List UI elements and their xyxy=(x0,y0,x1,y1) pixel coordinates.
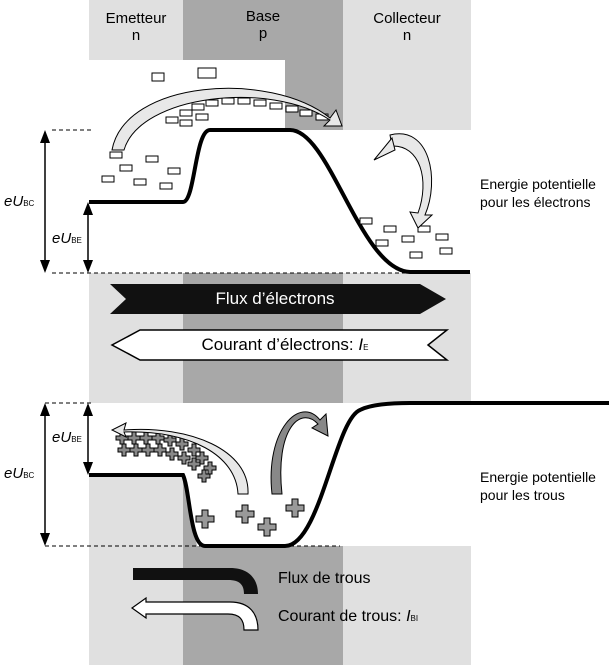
electron-dim-be-label: eUBE xyxy=(52,230,82,247)
hole-current-legend-label: Courant de trous: IBI xyxy=(278,608,419,625)
electron-energy-label-line2: pour les électrons xyxy=(480,194,591,210)
base-name: Base xyxy=(245,8,281,25)
electrons-emitter xyxy=(101,67,217,190)
holes-base xyxy=(195,498,305,537)
base-header: Base p xyxy=(183,8,343,42)
electron-dim-bc-label: eUBC xyxy=(4,193,35,210)
hole-dim-bc-label: eUBC xyxy=(4,465,35,482)
electron-potential-curve xyxy=(89,128,470,274)
electron-current-arrow xyxy=(110,329,450,361)
dim-bc-hole xyxy=(40,403,50,546)
electron-flux-label: Flux d’électrons xyxy=(215,289,335,308)
base-type: p xyxy=(258,25,268,42)
electron-injection-arrow xyxy=(111,87,343,151)
emitter-header: Emetteur n xyxy=(89,10,183,44)
hole-flux-legend-label: Flux de trous xyxy=(278,570,371,587)
hole-energy-label-line2: pour les trous xyxy=(480,487,565,503)
electron-collect-arrow xyxy=(389,133,434,229)
hole-energy-label-line1: Energie potentielle xyxy=(480,469,596,485)
electron-flux-arrow xyxy=(110,284,446,314)
electron-band-area xyxy=(89,60,609,273)
dim-be-electron xyxy=(83,202,93,273)
dim-be-hole xyxy=(83,403,93,475)
hole-potential-curve xyxy=(89,401,609,548)
collector-header: Collecteur n xyxy=(343,10,471,44)
electron-current-label: Courant d’électrons: IE xyxy=(201,335,369,354)
collector-type: n xyxy=(402,27,412,44)
emitter-name: Emetteur xyxy=(105,10,167,27)
electron-energy-label: Energie potentielle pour les électrons xyxy=(480,175,596,211)
dim-bc-electron xyxy=(40,130,50,273)
hole-collect-arrow xyxy=(270,411,329,495)
hole-flux-legend-arrow xyxy=(133,568,258,594)
hole-dim-be-label: eUBE xyxy=(52,429,82,446)
collector-name: Collecteur xyxy=(373,10,441,27)
hole-injection-arrow xyxy=(110,422,249,495)
emitter-type: n xyxy=(131,27,141,44)
hole-energy-label: Energie potentielle pour les trous xyxy=(480,468,596,504)
hole-current-legend-arrow xyxy=(130,596,259,631)
electrons-collector xyxy=(359,217,453,259)
electrons-over-barrier xyxy=(165,97,329,127)
electron-energy-label-line1: Energie potentielle xyxy=(480,176,596,192)
